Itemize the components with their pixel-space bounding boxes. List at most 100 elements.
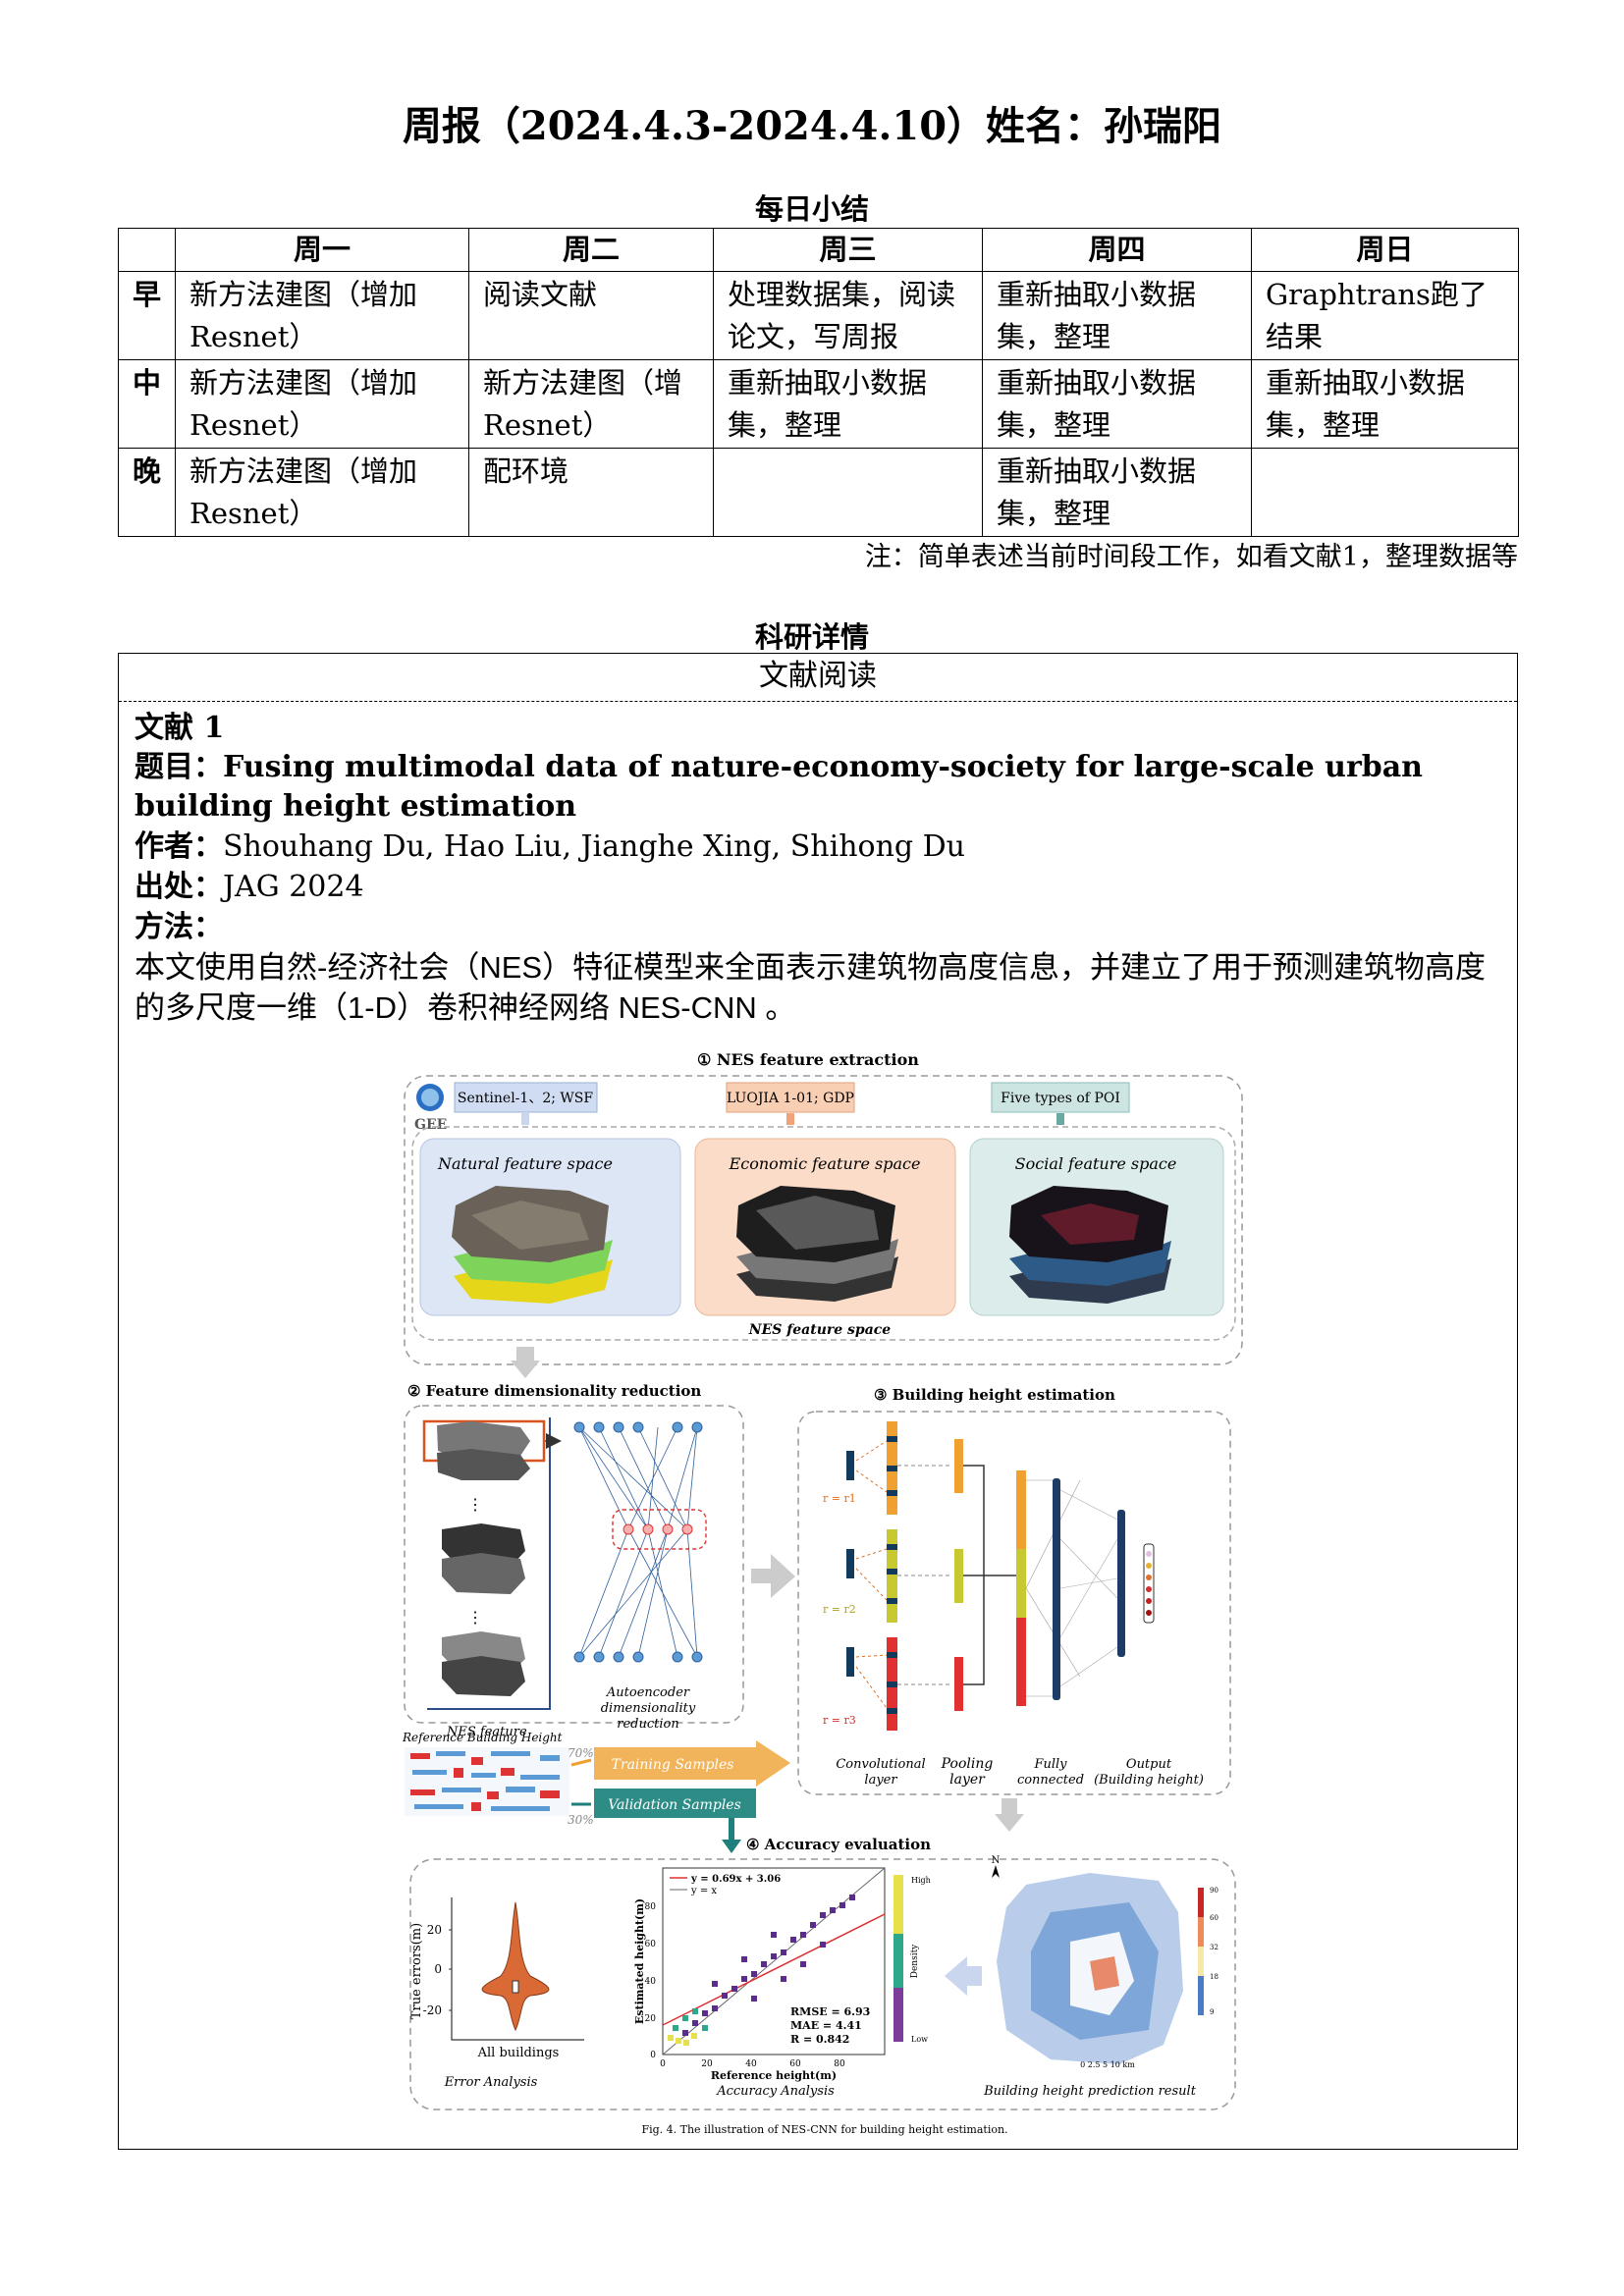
nes-space-frame bbox=[411, 1126, 1236, 1341]
scatter-xtick-60: 60 bbox=[789, 2059, 801, 2069]
error-analysis-label: Error Analysis bbox=[444, 2075, 538, 2090]
daily-summary-heading: 每日小结 bbox=[754, 192, 869, 226]
arrow-head-step4 bbox=[995, 1814, 1024, 1832]
source-natural: Sentinel-1、2; WSF bbox=[458, 1091, 593, 1106]
table-cell: 新方法建图（增Resnet） bbox=[468, 359, 714, 449]
density-label: Density bbox=[910, 1944, 920, 1978]
authors-line: 作者：Shouhang Du, Hao Liu, Jianghe Xing, S… bbox=[135, 827, 1501, 867]
output-label-2: (Building height) bbox=[1094, 1773, 1204, 1788]
step2-frame bbox=[404, 1405, 744, 1724]
day-header: 周日 bbox=[1251, 228, 1519, 272]
economic-layers-image bbox=[736, 1186, 898, 1302]
fc-layer-label-2: connected bbox=[1017, 1773, 1084, 1788]
period-label: 晚 bbox=[118, 448, 176, 537]
table-row: 晚 新方法建图（增加Resnet） 配环境 重新抽取小数据集，整理 bbox=[118, 448, 1519, 537]
pct70-label: 70% bbox=[568, 1746, 594, 1760]
table-cell: 重新抽取小数据集，整理 bbox=[982, 448, 1252, 537]
step2-title: ② Feature dimensionality reduction bbox=[407, 1382, 701, 1400]
step1-title: ① NES feature extraction bbox=[697, 1050, 919, 1069]
source-social: Five types of POI bbox=[1001, 1091, 1120, 1106]
table-cell: 重新抽取小数据集，整理 bbox=[1251, 359, 1519, 449]
paper-source: JAG 2024 bbox=[223, 870, 364, 904]
accuracy-analysis-label: Accuracy Analysis bbox=[716, 2084, 835, 2099]
validation-label: Validation Samples bbox=[608, 1797, 741, 1813]
autoencoder-network bbox=[578, 1426, 707, 1658]
density-high: High bbox=[911, 1876, 931, 1885]
table-row: 中 新方法建图（增加Resnet） 新方法建图（增Resnet） 重新抽取小数据… bbox=[118, 359, 1519, 449]
paper-title: Fusing multimodal data of nature-economy… bbox=[135, 750, 1423, 824]
method-label: 方法： bbox=[135, 910, 223, 944]
arrow-left-map bbox=[945, 1956, 982, 1996]
nes-cnn-figure: ① NES feature extraction GEE Sentinel-1、… bbox=[402, 1048, 1247, 2143]
map-legend-60: 60 bbox=[1210, 1914, 1218, 1922]
source-economic-box bbox=[726, 1082, 855, 1113]
day-header: 周三 bbox=[713, 228, 983, 272]
figure-caption: Fig. 4. The illustration of NES-CNN for … bbox=[641, 2123, 1007, 2136]
pct30-label: 30% bbox=[568, 1813, 594, 1827]
scatter-ytick-80: 80 bbox=[645, 1902, 657, 1912]
gee-logo: GEE bbox=[414, 1084, 447, 1133]
daily-summary-table: 周一 周二 周三 周四 周日 早 新方法建图（增加Resnet） 阅读文献 处理… bbox=[118, 228, 1519, 537]
map-legend-90: 90 bbox=[1210, 1887, 1218, 1895]
metric-r: R = 0.842 bbox=[790, 2033, 849, 2046]
autoencoder-nodes bbox=[573, 1421, 703, 1663]
table-cell: 重新抽取小数据集，整理 bbox=[982, 271, 1252, 360]
r3-label: r = r3 bbox=[823, 1714, 856, 1727]
north-arrow-label: N bbox=[992, 1855, 1001, 1866]
map-legend-18: 18 bbox=[1210, 1973, 1218, 1981]
map-legend-32: 32 bbox=[1210, 1944, 1218, 1951]
source-social-box bbox=[991, 1082, 1130, 1113]
space-social: Social feature space bbox=[1015, 1154, 1177, 1173]
autoencoder-label-1: Autoencoder bbox=[606, 1685, 690, 1700]
conv-layer-label-1: Convolutional bbox=[836, 1757, 925, 1772]
cnn-architecture bbox=[846, 1421, 1155, 1731]
step3-title: ③ Building height estimation bbox=[874, 1386, 1115, 1404]
source-natural-box bbox=[454, 1082, 598, 1113]
authors-label: 作者： bbox=[135, 829, 223, 864]
table-cell: 重新抽取小数据集，整理 bbox=[982, 359, 1252, 449]
scatter-xtick-20: 20 bbox=[701, 2059, 713, 2069]
scatter-plot bbox=[662, 1867, 903, 2056]
corner-cell bbox=[118, 228, 176, 272]
autoencoder-label-2: dimensionality bbox=[601, 1701, 696, 1716]
violin-tick-0: 0 bbox=[434, 1962, 442, 1976]
violin-plot bbox=[449, 1897, 584, 2041]
scatter-ylabel: Estimated height(m) bbox=[633, 1898, 646, 2024]
step4-frame bbox=[409, 1858, 1236, 2110]
violin-ylabel: True errors(m) bbox=[409, 1923, 424, 2019]
day-header: 周二 bbox=[468, 228, 714, 272]
table-cell bbox=[1251, 448, 1519, 537]
space-natural: Natural feature space bbox=[437, 1154, 613, 1173]
detail-body: 文献 1 题目：Fusing multimodal data of nature… bbox=[119, 702, 1517, 1028]
table-cell: 处理数据集，阅读论文，写周报 bbox=[713, 271, 983, 360]
r1-label: r = r1 bbox=[823, 1492, 856, 1505]
fc-layer-label-1: Fully bbox=[1033, 1757, 1067, 1772]
pool-layer-label-2: layer bbox=[949, 1772, 986, 1788]
r2-label: r = r2 bbox=[823, 1603, 856, 1616]
map-label: Building height prediction result bbox=[983, 2084, 1197, 2099]
source-line: 出处：JAG 2024 bbox=[135, 867, 1501, 907]
arrow-head-step2 bbox=[511, 1361, 540, 1378]
research-detail-box: 文献阅读 文献 1 题目：Fusing multimodal data of n… bbox=[118, 653, 1518, 2150]
validation-box bbox=[594, 1789, 756, 1818]
violin-xlabel: All buildings bbox=[477, 2046, 560, 2060]
svg-text:⋮: ⋮ bbox=[467, 1495, 483, 1514]
conv-layer-label-2: layer bbox=[864, 1773, 897, 1788]
scatter-ytick-0: 0 bbox=[650, 2051, 656, 2060]
violin-tick-20: 20 bbox=[427, 1923, 442, 1937]
page-title: 周报（2024.4.3-2024.4.10）姓名：孙瑞阳 bbox=[402, 103, 1222, 149]
table-cell: 新方法建图（增加Resnet） bbox=[175, 359, 469, 449]
table-cell: Graphtrans跑了结果 bbox=[1251, 271, 1519, 360]
map-scale: 0 2.5 5 10 km bbox=[1080, 2060, 1135, 2069]
method-text: 本文使用自然-经济社会（NES）特征模型来全面表示建筑物高度信息，并建立了用于预… bbox=[135, 950, 1487, 1025]
autoencoder-label-3: reduction bbox=[617, 1717, 678, 1732]
pool-layer-label-1: Pooling bbox=[941, 1756, 994, 1772]
scatter-ytick-20: 20 bbox=[645, 2014, 657, 2024]
map-legend-9: 9 bbox=[1210, 2008, 1214, 2016]
arrow-70 bbox=[570, 1758, 592, 1767]
nes-space-label: NES feature space bbox=[748, 1322, 892, 1338]
scatter-xtick-0: 0 bbox=[660, 2059, 666, 2069]
scatter-ytick-40: 40 bbox=[645, 1977, 657, 1987]
table-cell: 阅读文献 bbox=[468, 271, 714, 360]
table-row: 早 新方法建图（增加Resnet） 阅读文献 处理数据集，阅读论文，写周报 重新… bbox=[118, 271, 1519, 360]
